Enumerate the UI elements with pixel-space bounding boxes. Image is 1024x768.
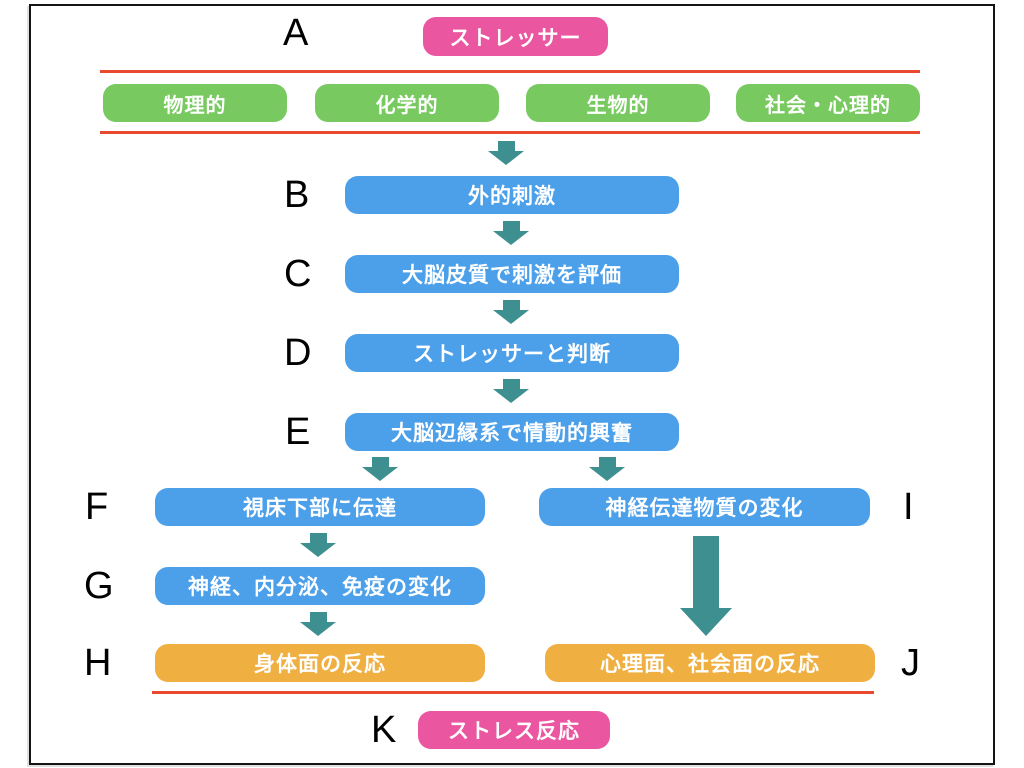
divider-line-top-2 xyxy=(100,131,920,134)
divider-line-bottom xyxy=(152,691,874,694)
label-c: C xyxy=(284,253,312,295)
long-down-arrow-i-j-icon xyxy=(680,536,732,636)
box-nerve-endocrine-immune-change: 神経、内分泌、免疫の変化 xyxy=(155,567,485,605)
type-box-chemical: 化学的 xyxy=(315,84,499,122)
box-hypothalamus-transmission: 視床下部に伝達 xyxy=(155,488,485,526)
type-box-physical: 物理的 xyxy=(103,84,287,122)
label-h: H xyxy=(84,642,112,684)
down-arrow-c-d-icon xyxy=(493,300,529,324)
down-arrow-e-f-icon xyxy=(362,457,398,481)
type-box-biological: 生物的 xyxy=(526,84,710,122)
box-cortex-evaluation: 大脳皮質で刺激を評価 xyxy=(345,255,679,293)
down-arrow-b-c-icon xyxy=(493,221,529,245)
down-arrow-d-e-icon xyxy=(493,379,529,403)
box-judged-as-stressor: ストレッサーと判断 xyxy=(345,334,679,372)
slide-border xyxy=(29,4,995,765)
label-d: D xyxy=(284,332,312,374)
label-e: E xyxy=(285,411,311,453)
label-b: B xyxy=(284,174,310,216)
label-i: I xyxy=(903,486,914,528)
stressor-box: ストレッサー xyxy=(423,17,608,56)
label-f: F xyxy=(85,486,109,528)
stress-response-box: ストレス反応 xyxy=(418,711,610,749)
box-psychological-social-response: 心理面、社会面の反応 xyxy=(545,644,875,682)
type-box-social-psychological: 社会・心理的 xyxy=(736,84,920,122)
down-arrow-e-i-icon xyxy=(589,457,625,481)
down-arrow-g-h-icon xyxy=(300,612,336,636)
label-j: J xyxy=(901,642,920,684)
box-external-stimulus: 外的刺激 xyxy=(345,176,679,214)
box-limbic-emotional-excitement: 大脳辺縁系で情動的興奮 xyxy=(345,413,679,451)
down-arrow-f-g-icon xyxy=(300,533,336,557)
label-g: G xyxy=(84,565,114,607)
down-arrow-to-b-icon xyxy=(488,141,524,165)
divider-line-top-1 xyxy=(100,70,920,73)
label-k: K xyxy=(371,709,397,751)
label-a: A xyxy=(283,12,309,54)
box-neurotransmitter-change: 神経伝達物質の変化 xyxy=(539,488,870,526)
box-physical-response: 身体面の反応 xyxy=(155,644,485,682)
